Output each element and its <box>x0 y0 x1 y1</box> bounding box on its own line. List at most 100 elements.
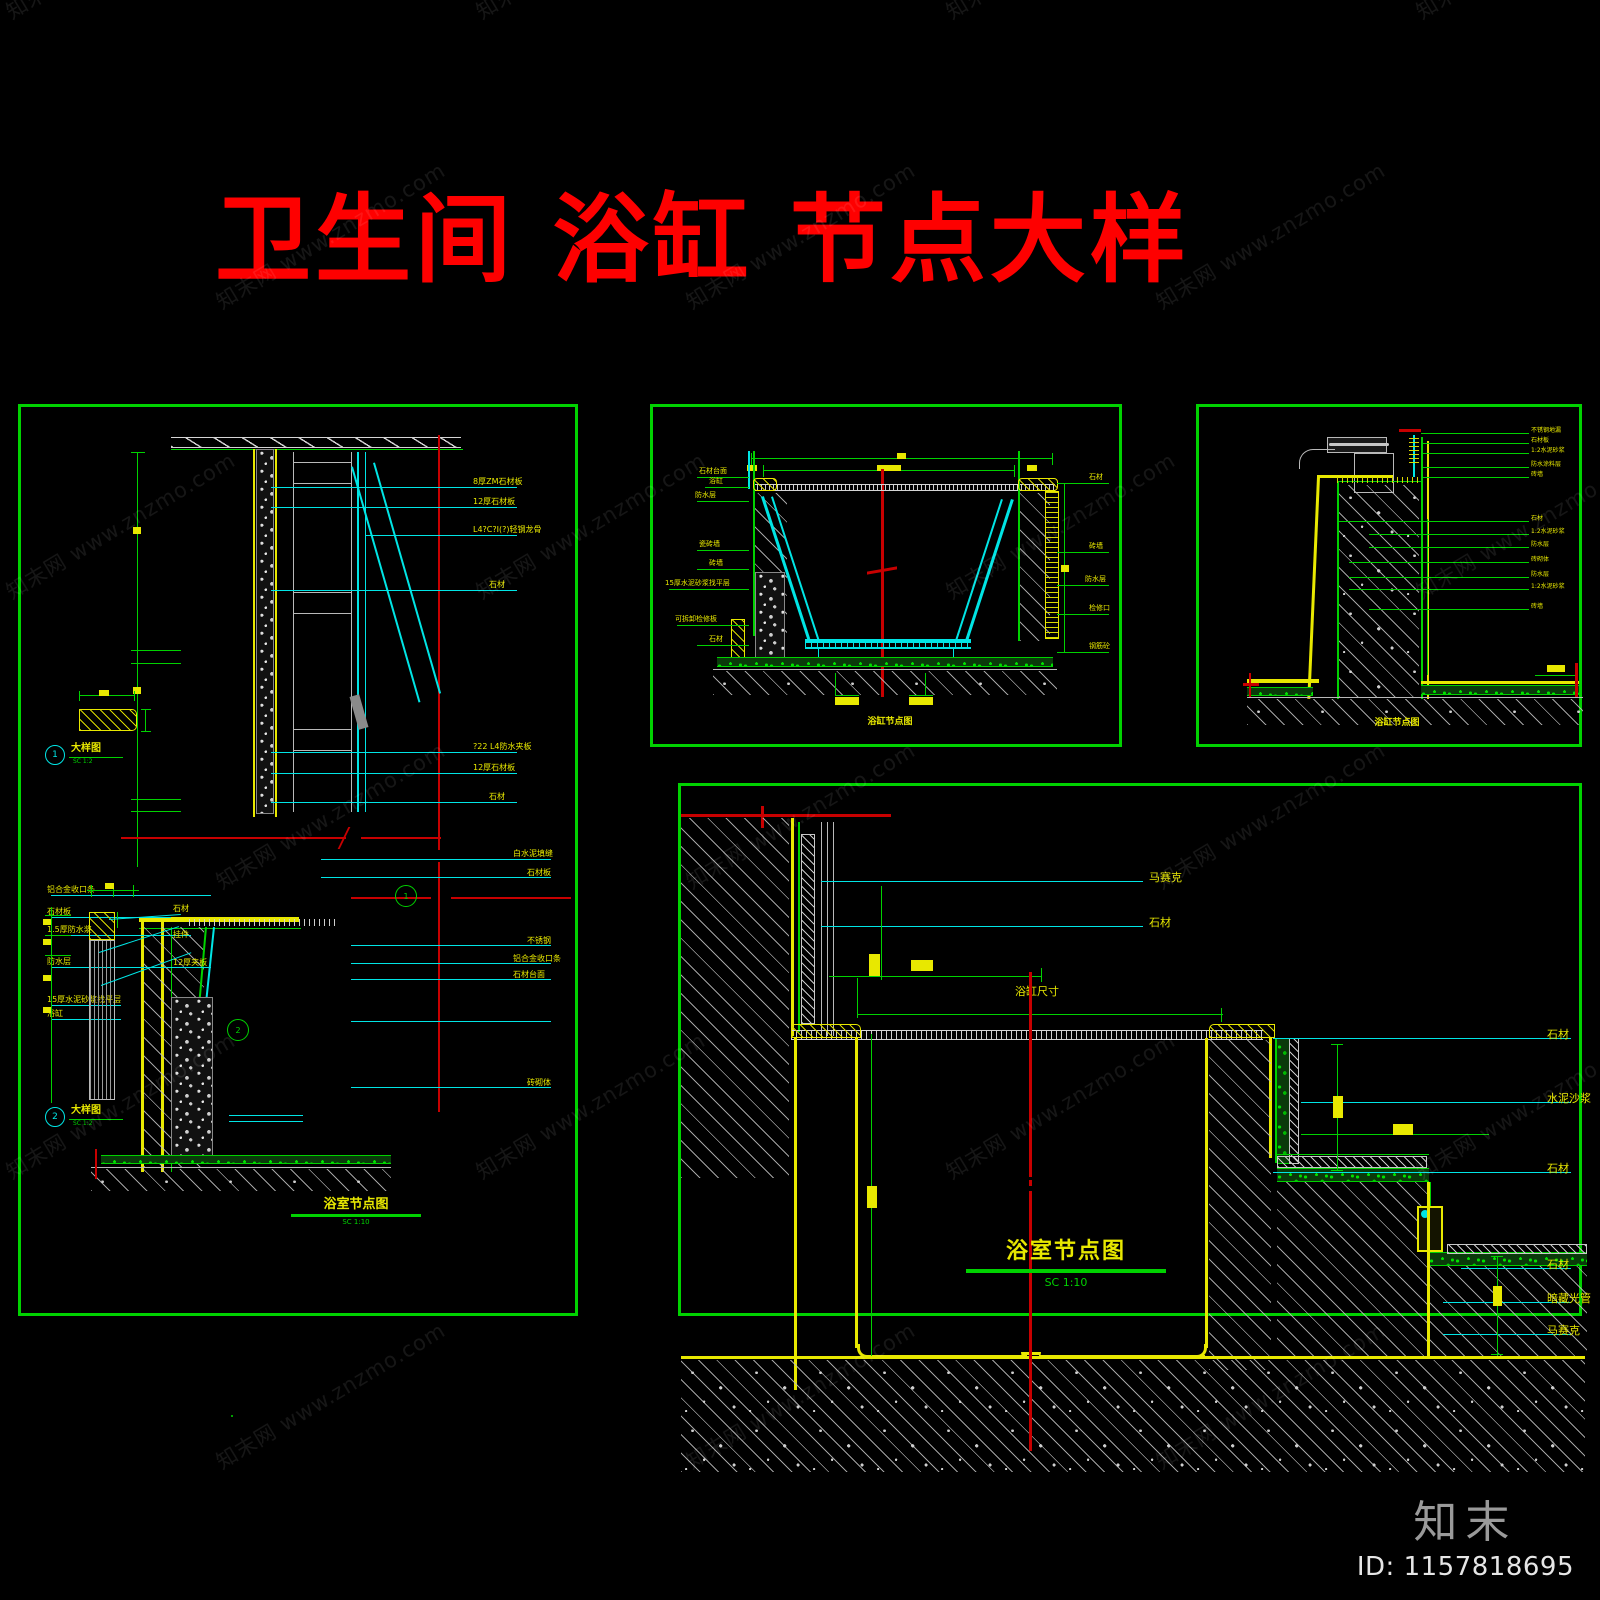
big-lower-mass <box>1429 1266 1587 1358</box>
tub-foot-2 <box>953 649 954 659</box>
big-dim-left-v-val <box>867 1186 877 1208</box>
tub-right-finish <box>1045 491 1059 639</box>
leader-r6 <box>351 1021 551 1022</box>
wall-grit-layer <box>256 449 274 814</box>
tub-la-0 <box>697 477 749 478</box>
annotation-low-3: 铝合金收口条 <box>513 954 561 963</box>
big-left-wall-board <box>801 834 815 1024</box>
annotation-low-2: 不锈钢 <box>527 936 551 945</box>
big-dim-v-2 <box>1497 1256 1498 1356</box>
tub-left-label-1: 浴缸 <box>709 477 723 485</box>
kerb-back-green <box>1421 437 1423 699</box>
tub-right-label-2: 防水层 <box>1085 575 1106 583</box>
big-lead-top-1 <box>821 926 1143 927</box>
kerb-top-yellow <box>1317 475 1393 478</box>
detail-1-scale: SC 1:2 <box>73 758 93 765</box>
finish-face-cyan <box>357 452 359 812</box>
panel-big-title-rule <box>966 1269 1166 1273</box>
detail-callout-2[interactable]: 2 <box>227 1019 249 1041</box>
d2-dc-v4 <box>43 1007 51 1013</box>
kerb-lead-8 <box>1349 562 1529 563</box>
kerb-label-11: 砖墙 <box>1531 603 1544 610</box>
leader-m3 <box>51 935 191 936</box>
big-lower-yellow-edge <box>1427 1182 1430 1358</box>
detail-callout-1[interactable]: 1 <box>395 885 417 907</box>
d2-dc-v2 <box>43 939 51 945</box>
annotation-right-2: L4?C?I(?)轻钢龙骨 <box>473 525 542 534</box>
watermark-text: 知末网 www.znzmo.com <box>1410 0 1600 26</box>
big-dim-v-1-t <box>1331 1044 1343 1045</box>
detail-1-underline <box>69 757 123 758</box>
tub-ra-3 <box>1057 614 1109 615</box>
leader-7 <box>271 802 517 803</box>
tub-bottom-cyan2 <box>229 1121 303 1122</box>
annotation-right-1: 12厚石材板 <box>473 497 516 506</box>
dim-tick-e <box>131 811 181 812</box>
kerb-back-yellow <box>1427 441 1429 699</box>
big-right-label-2: 石材 <box>1547 1162 1569 1175</box>
panel-left-scale: SC 1:10 <box>342 1218 370 1226</box>
annotation-left-1: 石材板 <box>47 907 71 916</box>
tub-dim-overall-val <box>897 453 906 459</box>
kerb-lead-2 <box>1421 453 1529 454</box>
big-tub-inner-left <box>855 1038 858 1348</box>
kerb-lead-1 <box>1421 443 1529 444</box>
tub-left-label-0: 石材台面 <box>699 467 727 475</box>
big-rim-stone-right <box>1209 1024 1275 1038</box>
leader-4 <box>271 590 517 591</box>
d2-dc-t1 <box>45 915 71 916</box>
kerb-top-finish <box>1337 477 1421 483</box>
big-dim-tub-l <box>857 978 858 1018</box>
kerb-drain-yellow <box>1409 437 1419 463</box>
leader-5 <box>271 752 517 753</box>
big-dim-1-val <box>869 954 880 976</box>
tub-left-label-2: 防水层 <box>695 491 716 499</box>
panel-big-scale: SC 1:10 <box>1044 1276 1088 1289</box>
footer-brand: 知末 ID: 1157818695 <box>1356 1499 1574 1582</box>
d2-plywood <box>89 940 115 1100</box>
tub-right-label-3: 检修口 <box>1089 604 1110 612</box>
big-dim-1-val2 <box>911 960 933 971</box>
tub-center-line <box>881 469 884 697</box>
tub-right-label-0: 石材 <box>1089 473 1103 481</box>
floor-level-mark <box>95 1149 97 1179</box>
tub-wall-left-green <box>753 451 755 636</box>
dim-text-box-1 <box>133 527 141 534</box>
break-line-red-mid <box>451 897 571 899</box>
panel-frame-right <box>351 452 352 812</box>
big-tub-inner-right <box>1205 1038 1208 1348</box>
leader-r5 <box>351 979 551 980</box>
fill-grit <box>171 997 213 1162</box>
big-dim-1-tick <box>1041 968 1042 982</box>
leader-r7 <box>351 1087 551 1088</box>
leader-1 <box>271 487 517 488</box>
big-top-label-0: 马赛克 <box>1149 871 1182 884</box>
detail-2-mark[interactable]: 2 <box>45 1107 65 1127</box>
dim-tick-c <box>131 663 181 664</box>
dim-tick-b <box>131 650 181 651</box>
big-lead-r-2 <box>1273 1172 1571 1173</box>
tub-rim-stone-left <box>753 478 777 491</box>
spacer <box>231 1415 233 1417</box>
tub-left-label-6: 可拆卸检修板 <box>675 615 717 623</box>
tub-bl-lead-1 <box>835 673 836 695</box>
tub-dim-ot-r <box>1052 453 1053 465</box>
kerb-slab-top <box>1247 697 1583 698</box>
big-dim-v-2-t <box>1491 1256 1503 1257</box>
big-left-wall-hatch <box>681 818 789 1178</box>
floor-slab-top <box>91 1167 391 1168</box>
d2-tick1 <box>91 885 92 897</box>
tub-left-label-4: 砖墙 <box>709 559 723 567</box>
d2-dc-v3 <box>43 975 51 981</box>
shower-hose <box>1299 449 1335 469</box>
kerb-waterproof-green <box>1337 481 1339 699</box>
asset-id-label: ID: 1157818695 <box>1356 1552 1574 1582</box>
tub-dim-end-l <box>747 465 757 471</box>
detail-1-mark[interactable]: 1 <box>45 745 65 765</box>
panel-kerb-titleblock: 浴缸节点图 <box>1347 715 1447 728</box>
big-dim-v-2-val <box>1493 1286 1502 1306</box>
kerb-brick-hatch <box>1339 485 1419 697</box>
big-dim-v-2-b <box>1491 1354 1503 1355</box>
big-light-niche <box>1417 1206 1443 1252</box>
annotation-right-4: ?22 L4防水夹板 <box>473 742 532 751</box>
